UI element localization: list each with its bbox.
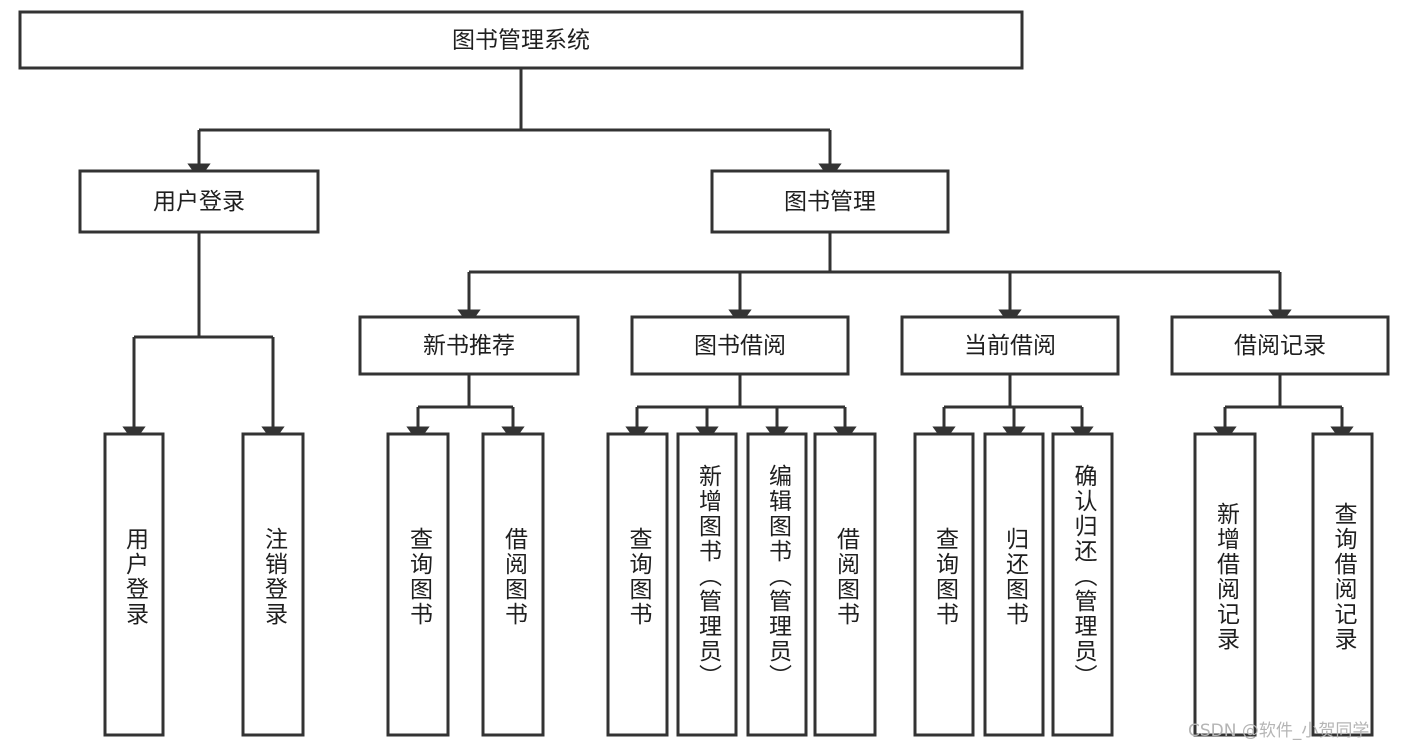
node-box-leaf-user-logout[interactable] bbox=[241, 432, 305, 737]
node-box-leaf-edit-book[interactable] bbox=[746, 432, 808, 737]
node-box-book-borrow[interactable] bbox=[630, 315, 850, 376]
connector-layer bbox=[122, 68, 1354, 443]
node-box-leaf-query-book-1[interactable] bbox=[386, 432, 450, 737]
node-box-leaf-add-book[interactable] bbox=[676, 432, 738, 737]
node-box-borrow-record[interactable] bbox=[1170, 315, 1390, 376]
node-box-leaf-return-book[interactable] bbox=[983, 432, 1045, 737]
node-box-leaf-confirm-return[interactable] bbox=[1051, 432, 1114, 737]
node-box-leaf-query-record[interactable] bbox=[1311, 432, 1374, 737]
node-label-root: 图书管理系统 bbox=[452, 28, 590, 54]
node-box-leaf-borrow-book-1[interactable] bbox=[481, 432, 545, 737]
node-box-new-book-recommend[interactable] bbox=[358, 315, 580, 376]
node-box-current-borrow[interactable] bbox=[900, 315, 1120, 376]
node-box-leaf-user-login[interactable] bbox=[103, 432, 165, 737]
node-box-user-login[interactable] bbox=[78, 169, 320, 234]
node-label-current-borrow: 当前借阅 bbox=[964, 333, 1056, 359]
node-label-book-manage: 图书管理 bbox=[784, 189, 876, 215]
node-box-root[interactable] bbox=[18, 10, 1024, 70]
node-box-leaf-query-book-3[interactable] bbox=[913, 432, 975, 737]
node-label-book-borrow: 图书借阅 bbox=[694, 333, 786, 359]
node-label-new-book-recommend: 新书推荐 bbox=[423, 333, 515, 359]
node-label-borrow-record: 借阅记录 bbox=[1234, 333, 1326, 359]
node-label-user-login: 用户登录 bbox=[153, 189, 245, 215]
node-box-leaf-add-record[interactable] bbox=[1193, 432, 1257, 737]
node-box-leaf-query-book-2[interactable] bbox=[606, 432, 669, 737]
node-box-leaf-borrow-book-2[interactable] bbox=[813, 432, 877, 737]
watermark: CSDN @软件_小贺同学 bbox=[1188, 721, 1370, 741]
node-box-book-manage[interactable] bbox=[710, 169, 950, 234]
